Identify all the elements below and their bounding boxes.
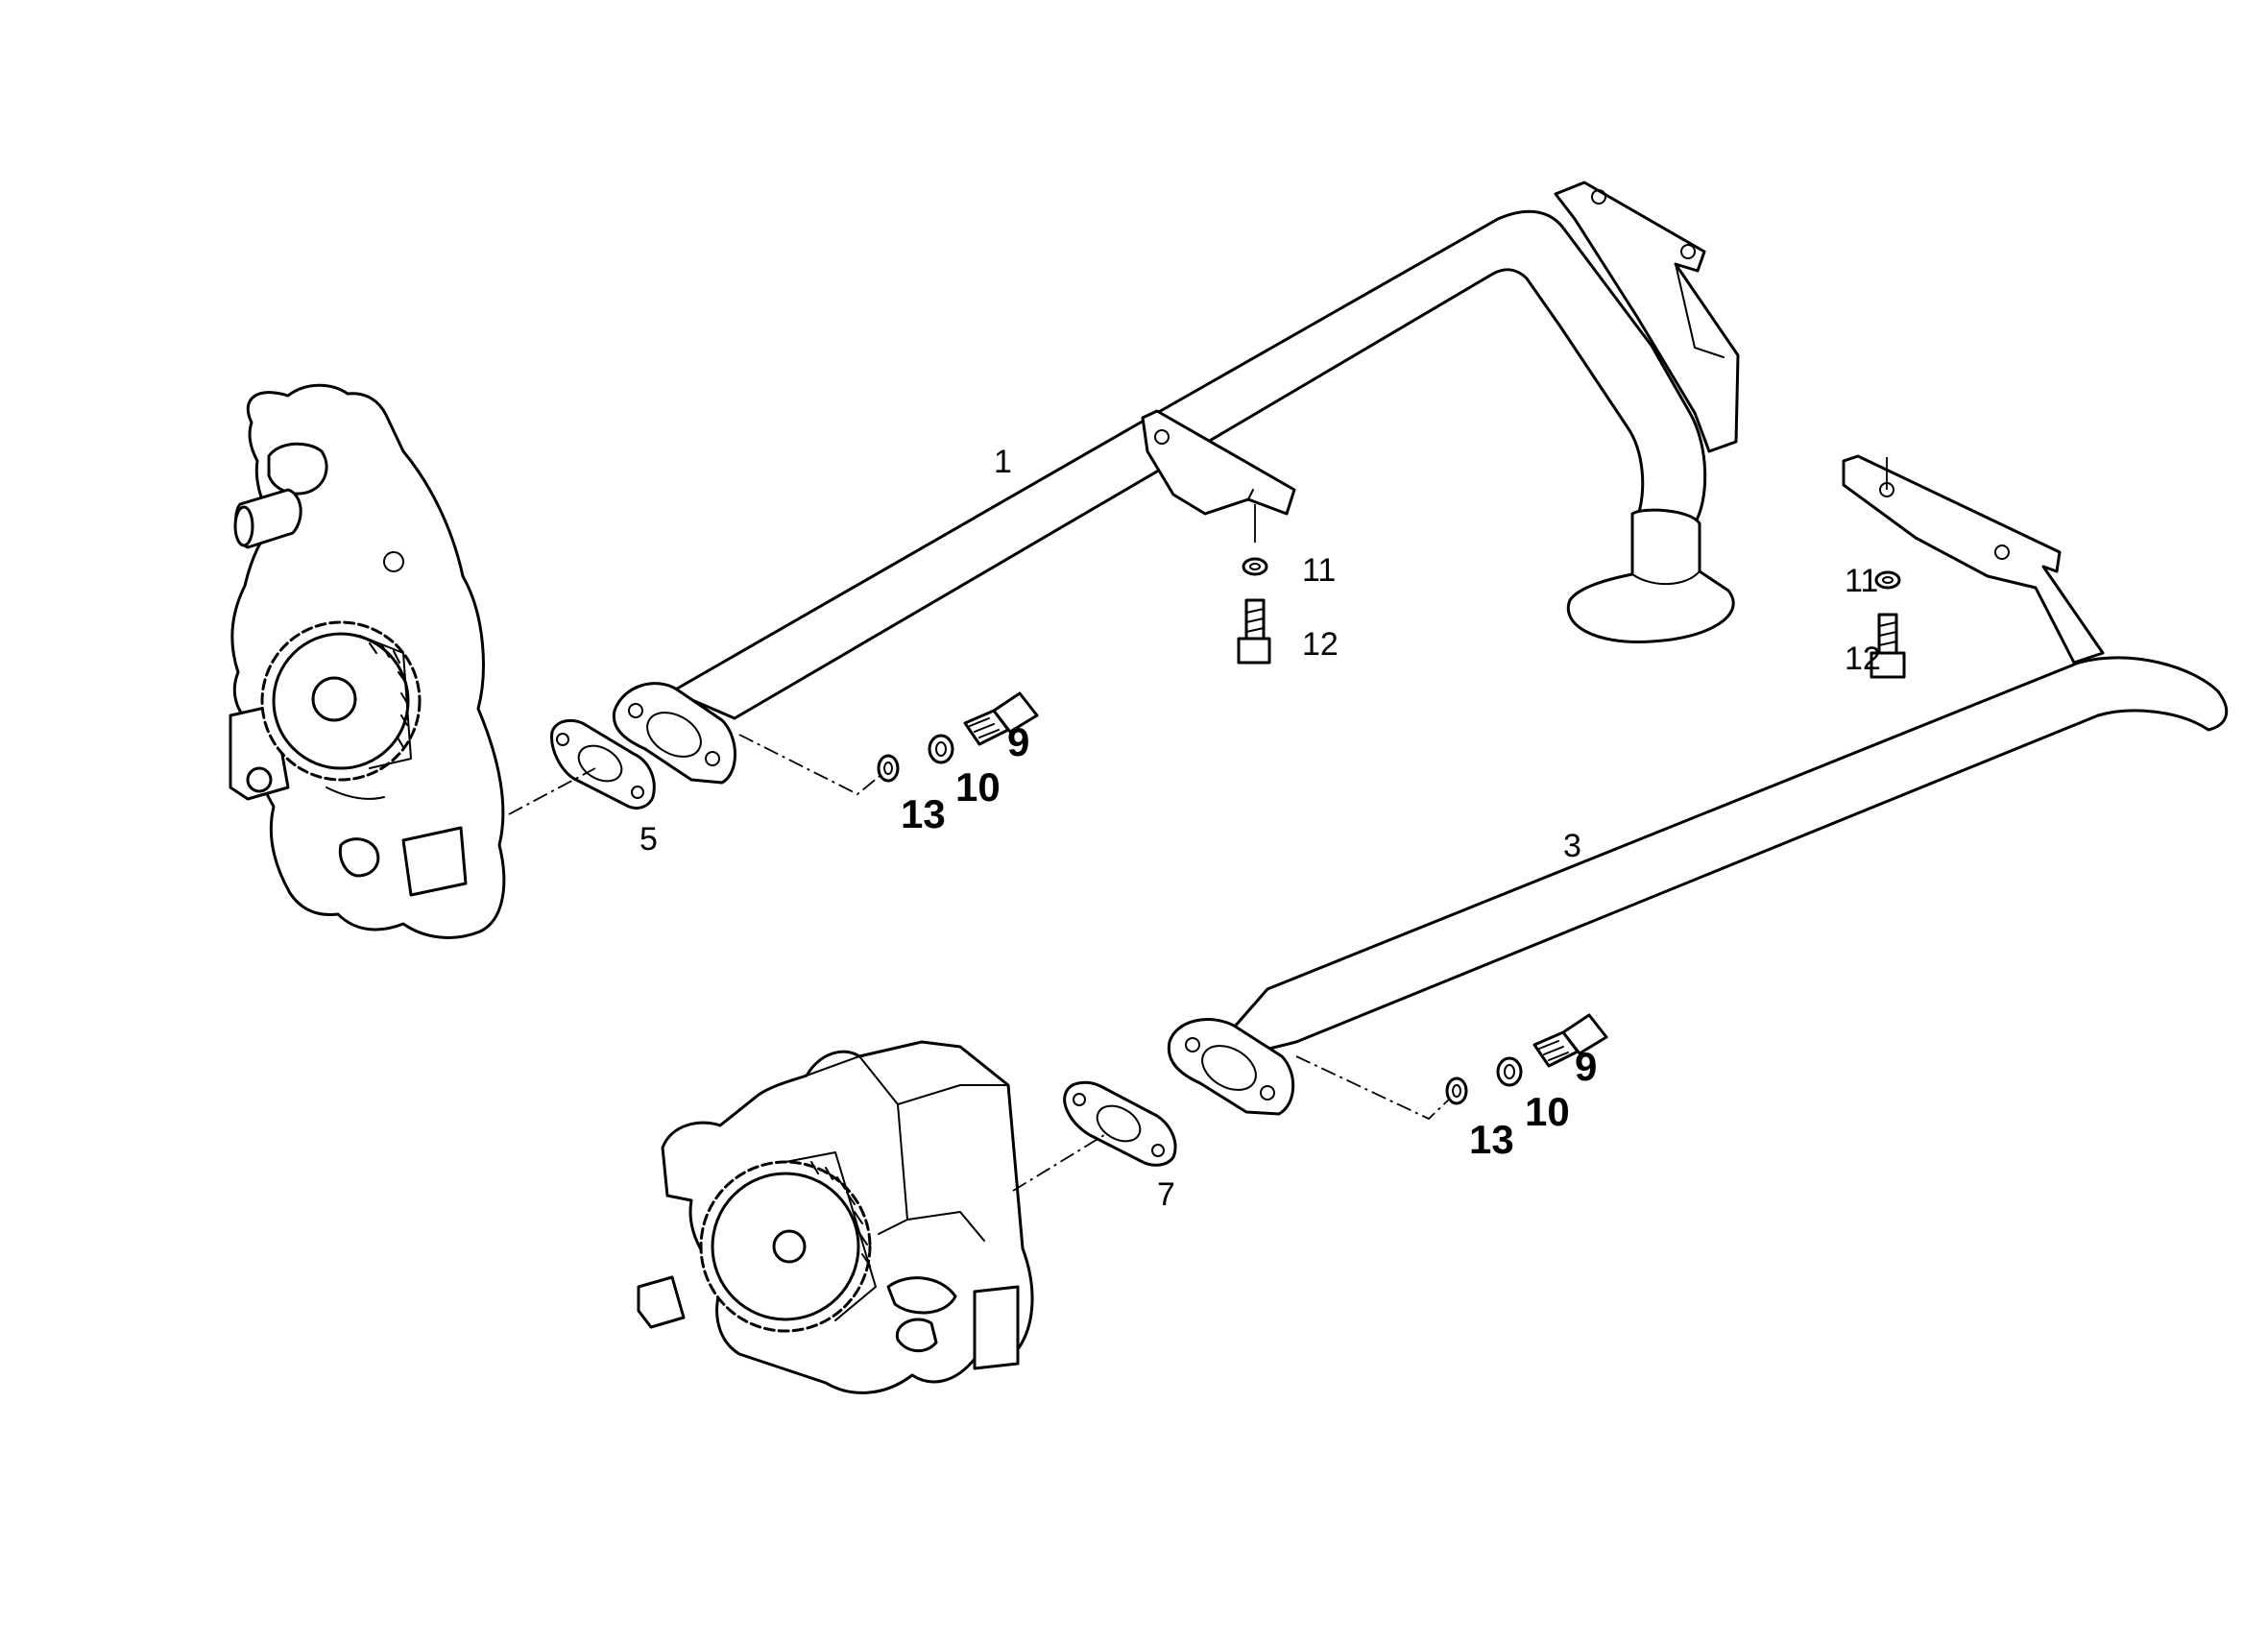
upper-pump-gear (260, 620, 422, 782)
callout-11: 11 (1845, 563, 1878, 599)
fasteners-lower (1445, 1013, 1608, 1105)
callout-13: 13 (1469, 1117, 1514, 1162)
callout-12: 12 (1845, 641, 1881, 677)
leader-pump-gasket-upper (508, 767, 596, 815)
leader-flange-fasteners-lower (1295, 1055, 1453, 1121)
callout-1: 1 (994, 444, 1012, 480)
gasket-7 (1063, 1080, 1177, 1167)
gasket-5 (550, 718, 656, 810)
suction-pipe-1 (612, 181, 1740, 785)
suction-pipe-3 (1167, 454, 2229, 1116)
fastener-11-12-lower (1870, 570, 1906, 679)
callout-5: 5 (639, 821, 658, 858)
leader-pump-gasket-lower (1012, 1134, 1105, 1192)
callout-11: 11 (1302, 552, 1336, 589)
lower-pump-gear (699, 1151, 877, 1333)
callout-10: 10 (955, 764, 1001, 810)
callout-7: 7 (1157, 1176, 1175, 1213)
callout-3: 3 (1563, 828, 1581, 864)
leader-flange-fasteners-upper (738, 734, 884, 796)
callout-12: 12 (1302, 626, 1339, 663)
callout-9: 9 (1007, 719, 1029, 764)
callout-10: 10 (1525, 1089, 1570, 1134)
callout-9: 9 (1575, 1044, 1597, 1089)
callout-13: 13 (901, 791, 946, 836)
fastener-11-12-upper (1237, 504, 1271, 665)
fasteners-upper (877, 691, 1039, 783)
